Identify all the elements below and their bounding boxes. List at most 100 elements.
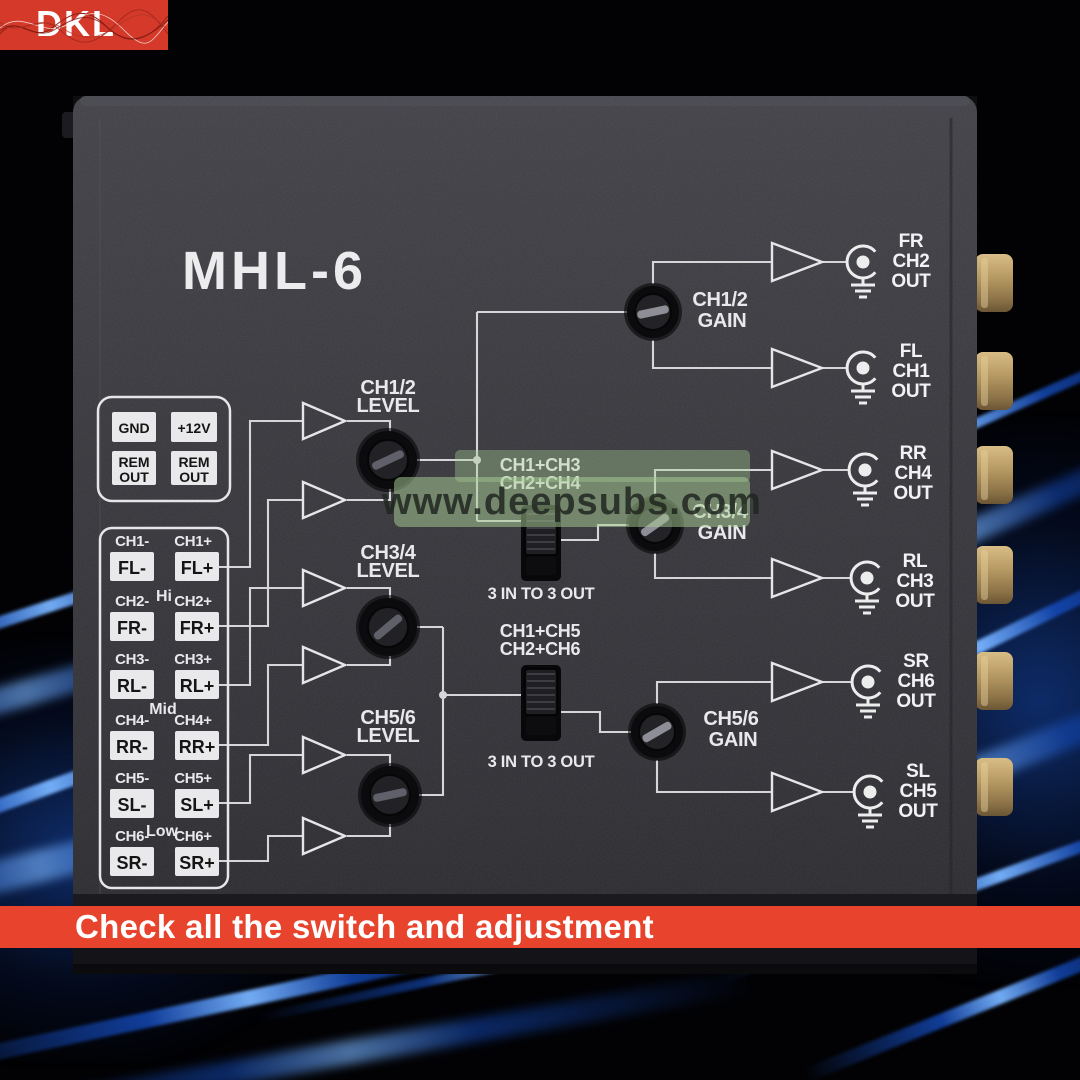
input-ch-label: CH6+ — [174, 828, 212, 845]
ch5-6-level-label: CH5/6 — [360, 707, 415, 729]
ch3-4-level-label: LEVEL — [357, 560, 420, 582]
amp-triangle-icon — [301, 568, 349, 608]
ch1-2-gain-label: CH1/2 — [692, 289, 747, 311]
input-ch-label: CH2- — [115, 593, 149, 610]
terminal-out-label: OUT — [119, 469, 149, 485]
input-jack — [110, 612, 154, 641]
switch2-mode-label: 3 IN TO 3 OUT — [488, 753, 595, 771]
input-jack-label: SR+ — [179, 853, 215, 873]
rca-connector — [975, 446, 1013, 504]
amp-triangle-icon — [770, 449, 826, 491]
amp-triangle-icon — [770, 557, 826, 599]
input-ch-label: CH3- — [115, 651, 149, 668]
rca-output-icon — [845, 350, 877, 405]
input-jack-label: RR- — [116, 737, 148, 757]
band-label-low: Low — [146, 823, 179, 840]
input-jack-label: SL+ — [180, 795, 214, 815]
band-label-mid: Mid — [149, 701, 177, 718]
amp-triangle-icon — [301, 816, 349, 856]
output-label: OUT — [891, 271, 931, 292]
rca-output-icon — [847, 452, 879, 507]
output-label: FR — [899, 231, 924, 252]
output-label: CH2 — [892, 251, 929, 272]
output-label: SL — [906, 761, 930, 782]
input-jack-label: FL- — [118, 558, 146, 578]
input-jack-label: RR+ — [179, 737, 216, 757]
input-jack-label: FR- — [117, 618, 147, 638]
rca-connector — [975, 758, 1013, 816]
amp-triangle-icon — [770, 241, 826, 283]
terminal-rem-label: REM — [118, 454, 149, 470]
output-label: OUT — [893, 483, 933, 504]
band-label-hi: Hi — [156, 588, 172, 605]
brand-logo: DKL — [0, 0, 168, 50]
output-label: CH3 — [896, 571, 933, 592]
terminal-rem-out-1 — [112, 451, 156, 485]
amp-triangle-icon — [301, 401, 349, 441]
ch1-2-level-label: LEVEL — [357, 395, 420, 417]
rca-connector — [975, 352, 1013, 410]
output-label: FL — [900, 341, 923, 362]
terminal-out-label: OUT — [179, 469, 209, 485]
input-jack-label: RL+ — [180, 676, 215, 696]
ch1-2-gain-label: GAIN — [698, 310, 747, 332]
ch3-4-gain-label: GAIN — [698, 522, 747, 544]
ch1-2-level-label: CH1/2 — [360, 377, 415, 399]
input-jack — [110, 670, 154, 699]
watermark-highlight — [455, 450, 750, 482]
switch2-mode-label: CH2+CH6 — [500, 639, 581, 659]
input-jack — [110, 731, 154, 760]
input-jack — [175, 847, 219, 876]
model-label: MHL-6 — [182, 241, 367, 301]
input-jack — [110, 789, 154, 818]
circuit-traces — [219, 260, 854, 863]
ch5-6-level-label: LEVEL — [357, 725, 420, 747]
rca-connector — [975, 652, 1013, 710]
output-label: CH4 — [894, 463, 932, 484]
switch1-mode-label: CH1+CH3 — [500, 455, 581, 475]
input-ch-label: CH5+ — [174, 770, 212, 787]
switch2-mode-label: CH1+CH5 — [500, 621, 581, 641]
input-ch-label: CH6- — [115, 828, 149, 845]
input-ch-label: CH1- — [115, 533, 149, 550]
crossover-switch-2 — [521, 665, 561, 741]
input-terminal-block: CH1- CH1+ FL- FL+ Hi CH2- CH2+ FR- FR+ C… — [98, 526, 230, 890]
input-jack — [175, 612, 219, 641]
input-jack — [175, 789, 219, 818]
rca-output-icon — [849, 560, 881, 615]
output-label: RL — [903, 551, 928, 572]
rca-output-icon — [845, 244, 877, 299]
terminal-gnd — [112, 412, 156, 442]
output-label: OUT — [896, 691, 936, 712]
output-label: SR — [903, 651, 929, 672]
input-jack-label: SL- — [118, 795, 147, 815]
input-jack-label: SR- — [117, 853, 148, 873]
ch5-6-gain-knob — [628, 703, 686, 761]
watermark: www.deepsubs.com — [382, 477, 761, 527]
caption-banner: Check all the switch and adjustment — [0, 906, 1080, 948]
output-label: CH6 — [897, 671, 934, 692]
amp-triangle-icon — [770, 771, 826, 813]
amp-triangle-icon — [301, 480, 349, 520]
output-label: OUT — [891, 381, 931, 402]
switch1-mode-label: 3 IN TO 3 OUT — [488, 585, 595, 603]
rca-output-icon — [850, 664, 882, 719]
rca-connector — [975, 254, 1013, 312]
amp-triangle-icons — [301, 241, 826, 856]
amp-triangle-icon — [770, 661, 826, 703]
terminal-rem-label: REM — [178, 454, 209, 470]
rca-connector — [975, 546, 1013, 604]
input-jack — [175, 731, 219, 760]
output-labels: FR CH2 OUT FL CH1 OUT RR CH4 OUT RL CH3 … — [891, 231, 938, 822]
output-label: RR — [900, 443, 927, 464]
input-ch-label: CH3+ — [174, 651, 212, 668]
input-jack-label: RL- — [117, 676, 147, 696]
ch5-6-level-knob — [358, 763, 422, 827]
input-ch-label: CH1+ — [174, 533, 212, 550]
power-terminal-block: GND +12V REM OUT REM OUT — [96, 395, 232, 503]
output-label: OUT — [895, 591, 935, 612]
amp-triangle-icon — [301, 735, 349, 775]
terminal-gnd-label: GND — [118, 420, 149, 436]
rca-output-symbols — [845, 244, 884, 829]
